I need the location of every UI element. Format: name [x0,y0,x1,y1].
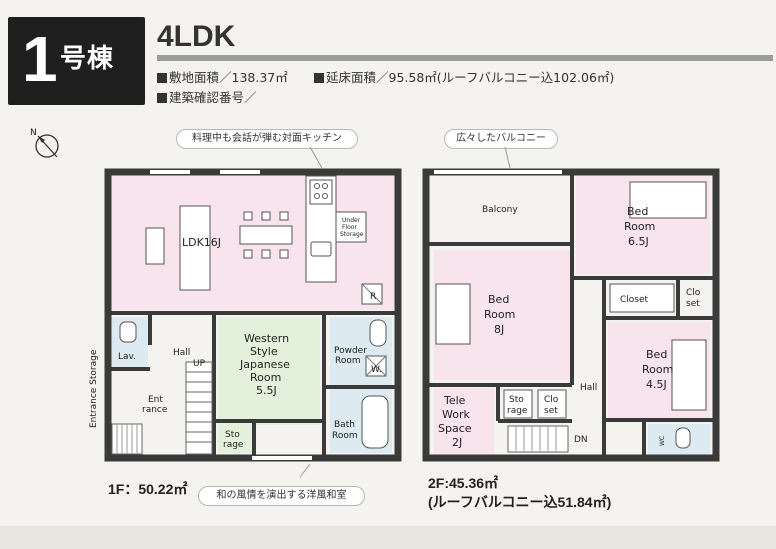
ldk-label: LDK16J [182,236,221,249]
under-floor-label-1: Under [342,217,361,224]
telework-label-1: Tele [443,394,466,407]
site-area-row: 敷地面積／138.37㎡ [157,70,288,86]
bedroom-8j-label-3: 8J [494,323,504,336]
entrance-label-2: rance [142,405,168,415]
permit-row: 建築確認番号／ [157,90,257,106]
up-label: UP [193,359,206,369]
building-number: 1 [22,23,58,95]
balcony-label: Balcony [482,205,518,215]
bullet-square-icon [157,73,167,83]
floor2-area-note: (ルーフバルコニー込51.84㎡) [428,494,612,510]
site-area: 敷地面積／138.37㎡ [169,70,288,85]
powder-room-label-2: Room [335,356,361,366]
bedroom-65j-label-1: Bed [627,205,648,218]
building-number-suffix: 号棟 [60,44,115,74]
entrance-label-1: Ent [148,395,163,405]
washer-label: W. [371,365,382,375]
compass-icon: N [30,128,59,158]
bedroom-8j-label-2: Room [484,308,515,321]
kitchen-callout: 料理中も会話が弾む対面キッチン [176,129,358,149]
floor2-area-label: 2F:45.36㎡ [428,475,499,491]
storage-label-2f-1: Sto [509,395,524,405]
permit-number: 建築確認番号／ [169,90,257,105]
telework-label-2: Work [442,408,470,421]
bedroom-45j-label-3: 4.5J [646,378,667,391]
bedroom-65j-label-2: Room [624,220,655,233]
floor-area-row: 延床面積／95.58㎡(ルーフバルコニー込102.06㎡) [314,70,614,86]
bedroom-45j-label-1: Bed [646,348,667,361]
closet-mini-label-1: Clo [544,395,559,405]
footer-band [0,526,776,549]
balcony-callout: 広々したバルコニー [444,129,558,149]
hall-label-1f: Hall [173,348,190,358]
bedroom-8j-label-1: Bed [488,293,509,306]
under-floor-label-2: Floor [342,224,357,231]
floor1-area-label: 1F：50.22㎡ [108,481,188,497]
floor-area: 延床面積／95.58㎡(ルーフバルコニー込102.06㎡) [326,70,615,85]
building-number-badge: 1 号棟 [8,17,145,105]
japanese-room-label-3: Japanese [239,358,290,371]
bedroom-65j-label-3: 6.5J [628,235,649,248]
entrance-storage-label: Entrance Storage [89,349,99,428]
bedroom-45j-label-2: Room [642,363,673,376]
japanese-room-fill [218,317,320,425]
storage-label-1f-1: Sto [225,430,240,440]
layout-type-title: 4LDK [157,20,236,53]
svg-text:N: N [30,128,37,138]
bullet-square-icon [157,93,167,103]
bullet-square-icon [314,73,324,83]
lav-label: Lav. [118,352,136,362]
japanese-room-label-5: 5.5J [256,384,277,397]
closet-small-label-2: set [686,299,700,309]
closet-small-label-1: Clo [686,288,701,298]
dn-label: DN [574,435,588,445]
bath-room-label-2: Room [332,431,358,441]
hall-label-2f: Hall [580,383,597,393]
closet-label: Closet [620,295,649,305]
bath-room-label-1: Bath [334,420,355,430]
title-rule [157,55,773,61]
storage-label-2f-2: rage [507,406,528,416]
washitsu-callout: 和の風情を演出する洋風和室 [198,486,365,506]
telework-label-4: 2J [452,436,462,449]
closet-mini-label-2: set [544,406,558,416]
telework-label-3: Space [438,422,472,435]
japanese-room-label-4: Room [250,371,281,384]
refrigerator-label: R [370,292,376,302]
japanese-room-label-1: Western [244,332,289,345]
under-floor-label-3: Storage [340,231,364,238]
wc-label: WC [659,436,666,446]
japanese-room-label-2: Style [250,345,278,358]
storage-label-1f-2: rage [223,440,244,450]
powder-room-label-1: Powder [334,346,367,356]
